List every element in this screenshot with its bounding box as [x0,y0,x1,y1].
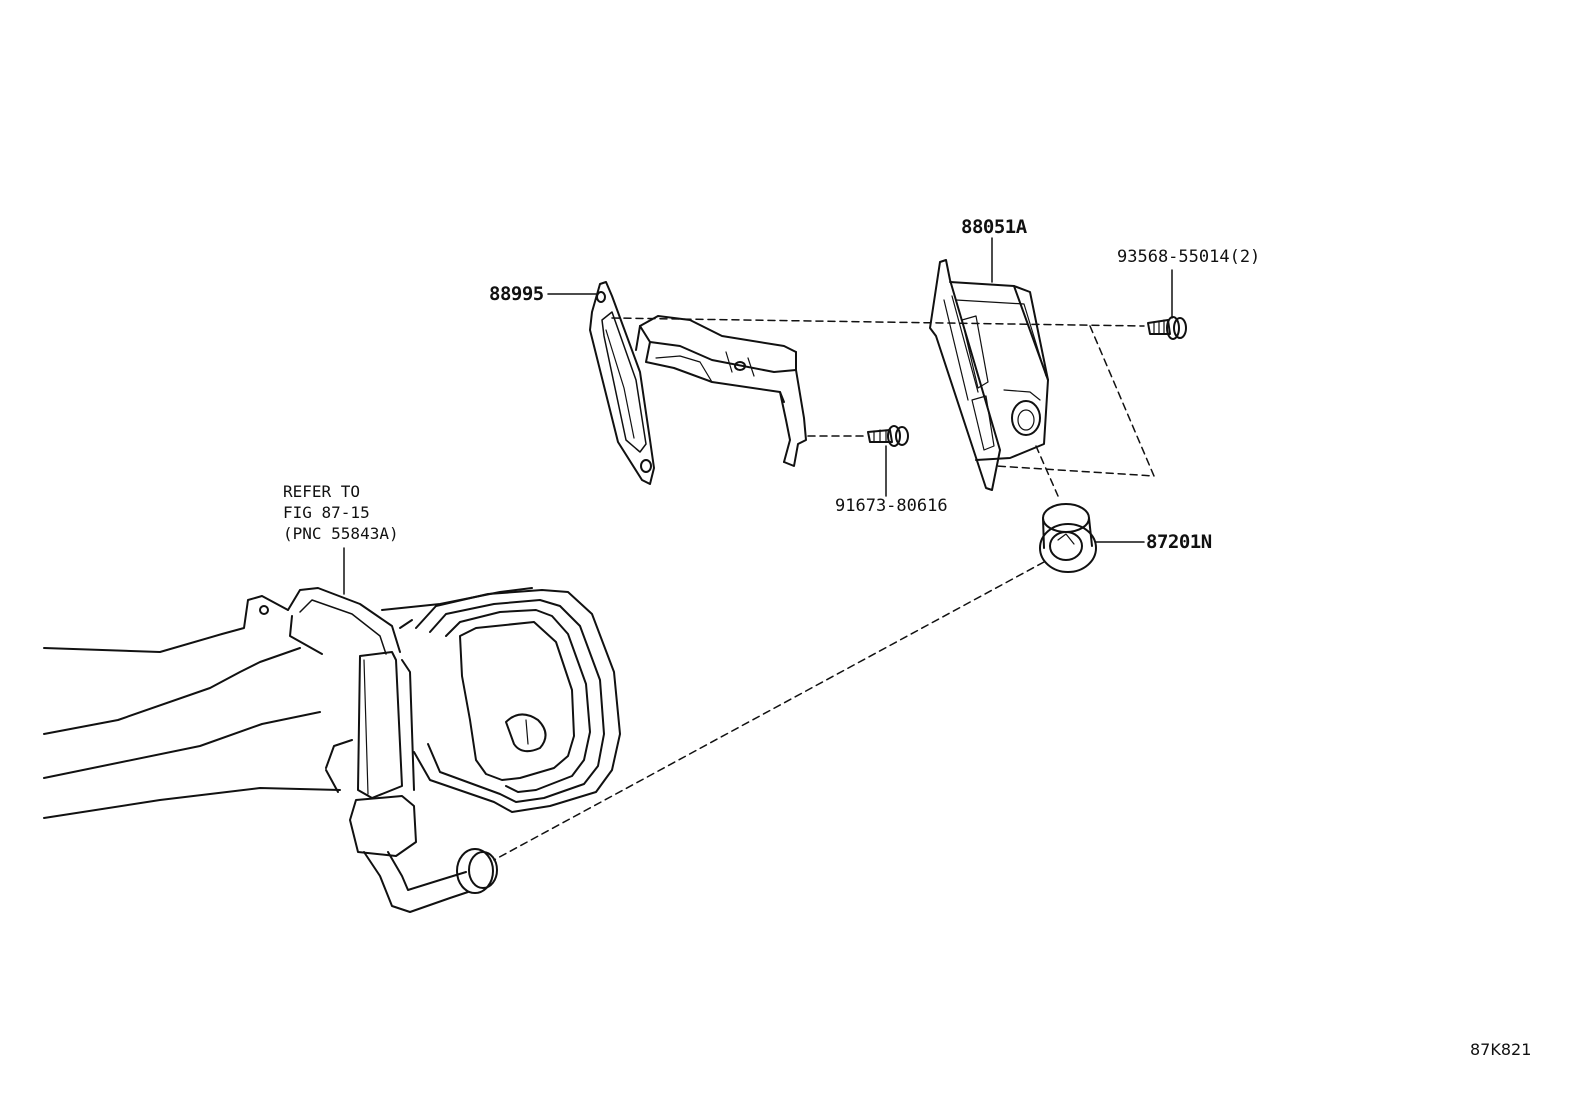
alignment-lines [493,317,1155,861]
reference-note-line-1: REFER TO [283,482,361,501]
grommet-87201n [1039,503,1097,573]
figure-code: 87K821 [1470,1040,1532,1059]
reference-note-line-2: FIG 87-15 [283,503,370,522]
part-label-91673-80616: 91673-80616 [835,496,948,516]
part-label-93568-55014: 93568-55014(2) [1117,247,1261,267]
part-label-88051a: 88051A [961,216,1027,238]
bolt-91673-80616 [867,425,909,447]
pipe-assembly [43,587,621,913]
reference-note: REFER TO FIG 87-15 (PNC 55843A) [283,481,399,544]
part-label-88995: 88995 [489,283,544,305]
reference-note-line-3: (PNC 55843A) [283,524,399,543]
bracket-88995 [589,281,807,485]
screw-93568-55014 [1147,316,1187,340]
part-label-87201n: 87201N [1146,531,1212,553]
leader-lines [343,237,1173,595]
ecu-88051a [929,259,1049,491]
